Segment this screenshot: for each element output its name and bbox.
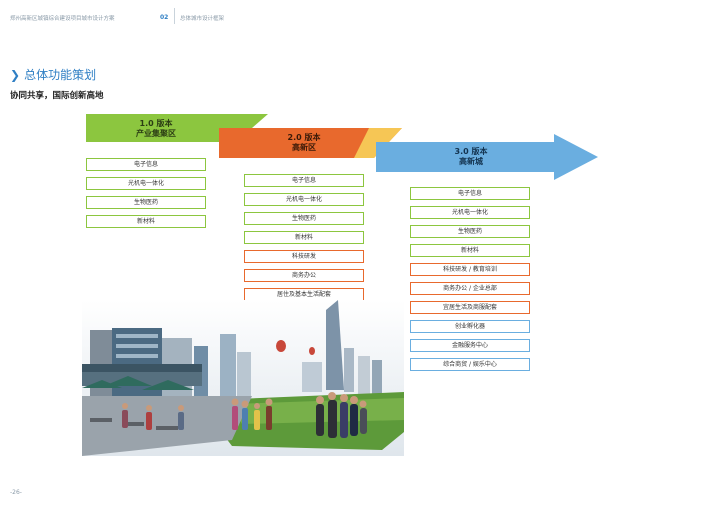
version-2-label-version: 2.0 版本 — [287, 133, 321, 142]
v1-item: 电子信息 — [86, 158, 206, 171]
v3-item: 综合商贸 / 娱乐中心 — [410, 358, 530, 371]
header-chapter-number: 02 — [160, 14, 169, 21]
city-scene-illustration — [82, 300, 404, 456]
v2-item: 商务办公 — [244, 269, 364, 282]
v3-item: 创业孵化器 — [410, 320, 530, 333]
v3-item: 电子信息 — [410, 187, 530, 200]
version-2-label: 2.0 版本 高新区 — [219, 133, 389, 153]
version-3-label-name: 高新城 — [459, 157, 483, 166]
version-3-arrow — [376, 134, 598, 180]
v1-item: 光机电一体化 — [86, 177, 206, 190]
v3-item: 金融服务中心 — [410, 339, 530, 352]
v1-item: 生物医药 — [86, 196, 206, 209]
v3-item: 光机电一体化 — [410, 206, 530, 219]
version-1-label-name: 产业集聚区 — [136, 129, 176, 138]
v3-item: 生物医药 — [410, 225, 530, 238]
v2-item: 电子信息 — [244, 174, 364, 187]
header-chapter-title: 总体城市设计框架 — [180, 16, 225, 22]
v3-item: 商务办公 / 企业总部 — [410, 282, 530, 295]
chevron-right-icon: ❯ — [10, 68, 21, 82]
version-3-label: 3.0 版本 高新城 — [376, 147, 566, 167]
header-project-title: 郑州高新区城镇综合建设项目城市设计方案 — [10, 16, 115, 22]
v3-item: 科技研发 / 教育培训 — [410, 263, 530, 276]
version-1-label-version: 1.0 版本 — [139, 119, 173, 128]
section-title: ❯总体功能策划 — [10, 66, 96, 83]
version-1-label: 1.0 版本 产业集聚区 — [86, 119, 226, 139]
v1-item: 新材料 — [86, 215, 206, 228]
v2-item: 科技研发 — [244, 250, 364, 263]
section-title-text: 总体功能策划 — [24, 68, 97, 82]
version-2-label-name: 高新区 — [292, 143, 316, 152]
v3-item: 宜居生活及商服配套 — [410, 301, 530, 314]
page-number: -26- — [10, 489, 22, 496]
v2-item: 新材料 — [244, 231, 364, 244]
version-3-label-version: 3.0 版本 — [454, 147, 488, 156]
header-divider — [174, 8, 175, 24]
v3-item: 新材料 — [410, 244, 530, 257]
section-subtitle: 协同共享，国际创新高地 — [10, 91, 104, 101]
v2-item: 光机电一体化 — [244, 193, 364, 206]
v2-item: 生物医药 — [244, 212, 364, 225]
